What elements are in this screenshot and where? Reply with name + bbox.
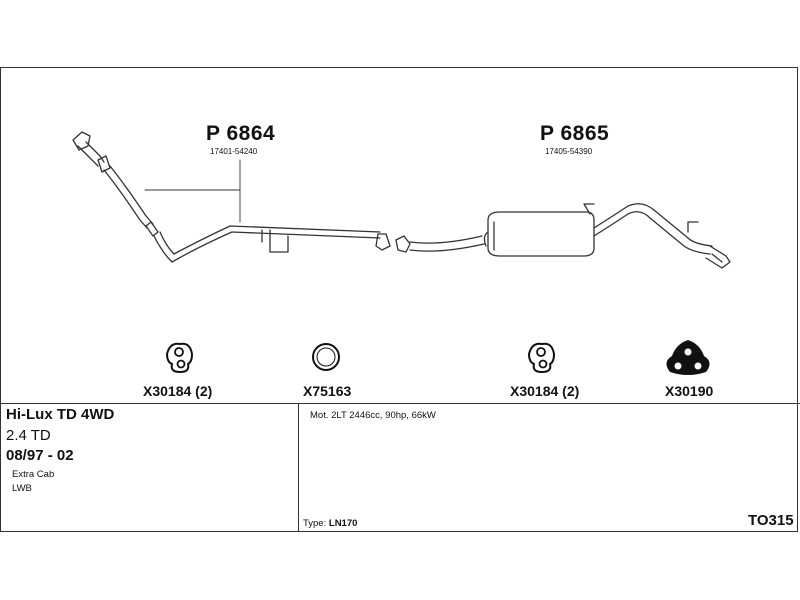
vehicle-note: LWB — [12, 483, 32, 494]
engine-spec: Mot. 2LT 2446cc, 90hp, 66kW — [310, 410, 436, 421]
fitting-code: X30184 (2) — [143, 383, 213, 399]
vehicle-model: Hi-Lux TD 4WD — [6, 406, 115, 423]
fitting-code: X30190 — [665, 383, 714, 399]
table-divider — [0, 403, 800, 404]
reference-code: TO315 — [748, 512, 794, 529]
vehicle-engine: 2.4 TD — [6, 427, 51, 444]
diagram-frame — [0, 67, 798, 532]
rear-silencer-part-number: P 6865 — [540, 122, 610, 145]
type-row: Type: LN170 — [303, 518, 357, 529]
triple-rubber-mount-icon — [666, 340, 710, 375]
column-divider — [298, 403, 299, 532]
rear-silencer-drawing[interactable] — [395, 203, 731, 269]
type-value: LN170 — [328, 518, 358, 529]
rubber-hanger-icon — [165, 342, 194, 374]
front-pipe-drawing[interactable] — [72, 131, 391, 263]
vehicle-years: 08/97 - 02 — [6, 447, 74, 464]
sealing-ring-icon — [312, 343, 340, 371]
fitting-code: X75163 — [303, 383, 352, 399]
front-pipe-oem-number: 17401-54240 — [210, 147, 258, 156]
rubber-hanger-icon — [527, 342, 556, 374]
fitting-code: X30184 (2) — [510, 383, 580, 399]
rear-silencer-oem-number: 17405-54390 — [545, 147, 593, 156]
front-pipe-part-number: P 6864 — [206, 122, 276, 145]
type-label: Type: — [303, 518, 327, 529]
vehicle-note: Extra Cab — [12, 469, 55, 480]
